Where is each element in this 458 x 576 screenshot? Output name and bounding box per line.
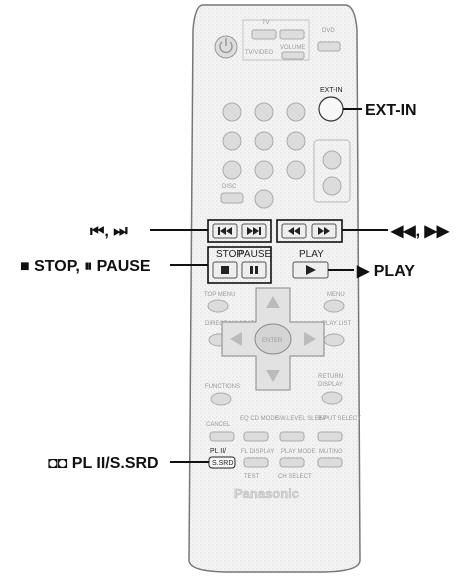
play-list-button[interactable] [324,334,344,346]
fl-display-button[interactable] [244,458,268,467]
play-button[interactable] [293,262,328,278]
volume-label: VOLUME [280,45,305,51]
functions-button[interactable] [211,393,231,405]
ext-in-label: EXT-IN [320,87,343,94]
skip-callout: ⏮, ⏭ [90,223,128,240]
number-3-button[interactable] [287,103,305,121]
dvd-label: DVD [322,28,335,34]
s-srd-button[interactable]: S.SRD [209,457,235,468]
stop-pause-callout: ■ STOP, ⏸ PAUSE [20,258,151,275]
ext-in-callout: EXT-IN [365,102,417,119]
search-forward-button[interactable] [312,224,336,238]
tv-volume-button[interactable] [282,52,304,59]
pause-icon [250,266,253,274]
ext-in-button[interactable] [319,97,343,121]
volume-down-button[interactable] [323,177,341,195]
power-button[interactable] [215,36,237,58]
number-0-button[interactable] [255,190,273,208]
muting-button[interactable] [318,458,342,467]
skip-forward-button[interactable] [242,224,266,238]
ch-select-label: CH SELECT [278,474,312,480]
tv-channel-button[interactable] [280,30,304,39]
menu-label: MENU [327,292,345,298]
number-6-button[interactable] [287,132,305,150]
number-4-button[interactable] [223,132,241,150]
tv-power-button[interactable] [252,30,276,39]
play-label: PLAY [299,249,324,260]
sw-level-sleep-button[interactable] [280,432,304,441]
play-mode-button[interactable] [280,458,304,467]
play-mode-label: PLAY MODE [281,449,315,455]
input-select-button[interactable] [318,432,342,441]
disc-label: DISC [222,184,237,190]
play-list-label: PLAY LIST [322,321,351,327]
stop-button[interactable] [213,262,237,278]
eq-cd-mode-label: EQ CD MODE [240,416,279,422]
cancel-label: CANCEL [206,422,231,428]
muting-label: MUTING [319,449,343,455]
menu-button[interactable] [324,300,344,312]
tv-label: TV [262,20,270,26]
number-9-button[interactable] [287,161,305,179]
top-menu-label: TOP MENU [204,292,235,298]
return-label: RETURN [318,374,343,380]
pause-button[interactable] [242,262,266,278]
stop-icon [221,266,229,274]
number-8-button[interactable] [255,161,273,179]
dvd-button[interactable] [318,42,340,51]
search-back-button[interactable] [282,224,306,238]
skip-back-button[interactable] [213,224,237,238]
eq-cd-mode-button[interactable] [244,432,268,441]
number-5-button[interactable] [255,132,273,150]
return-button[interactable] [322,392,342,404]
dolby-pl2-callout: ◘◘ PL II/S.SRD [48,455,159,472]
number-7-button[interactable] [223,161,241,179]
tv-video-label: TV/VIDEO [245,50,273,56]
number-1-button[interactable] [223,103,241,121]
number-2-button[interactable] [255,103,273,121]
pl2-label: PL II/ [210,448,226,455]
play-callout: ▶ PLAY [356,263,415,280]
cancel-button[interactable] [210,432,234,441]
input-select-label: INPUT SELECT [318,416,361,422]
display-label: DISPLAY [318,382,343,388]
volume-up-button[interactable] [323,151,341,169]
enter-label: ENTER [262,338,283,344]
disc-button[interactable] [221,193,243,203]
s-srd-button-label: S.SRD [212,460,233,467]
fl-display-label: FL DISPLAY [241,449,274,455]
top-menu-button[interactable] [208,300,228,312]
pause-label: PAUSE [238,249,271,260]
test-label: TEST [244,474,260,480]
brand-logo: Panasonic [234,486,299,501]
search-callout: ◀◀, ▶▶ [390,223,450,240]
functions-label: FUNCTIONS [205,384,240,390]
